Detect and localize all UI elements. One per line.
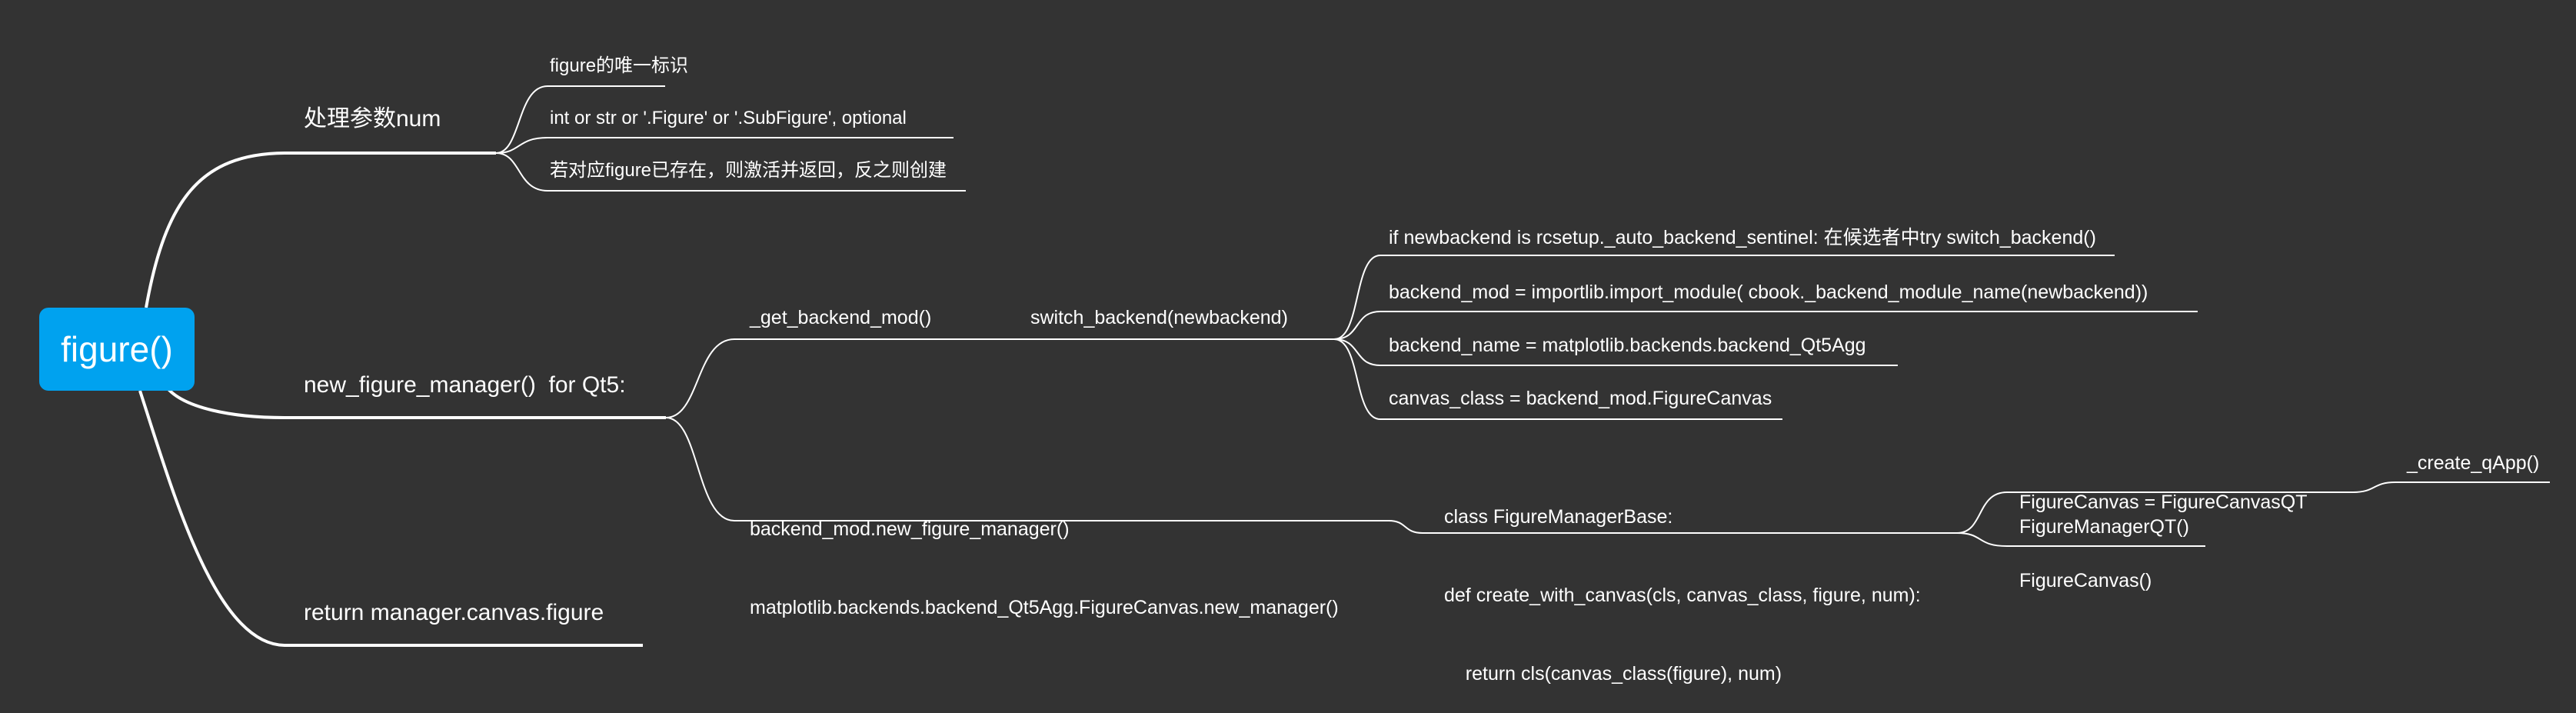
manager-base-line-3: return cls(canvas_class(figure), num) — [1444, 663, 1782, 685]
backend-new-manager-line-2: matplotlib.backends.backend_Qt5Agg.Figur… — [750, 597, 1339, 618]
process-num-child-unique-id[interactable]: figure的唯一标识 — [550, 55, 689, 76]
node-switch-backend[interactable]: switch_backend(newbackend) — [1030, 307, 1288, 328]
node-get-backend-mod[interactable]: _get_backend_mod() — [750, 307, 932, 328]
edge-switch-backend-to-child-1 — [1333, 255, 2115, 340]
branch-process-num[interactable]: 处理参数num — [304, 106, 441, 132]
backend-new-manager-line-1: backend_mod.new_figure_manager() — [750, 518, 1070, 540]
switch-backend-child-import-module[interactable]: backend_mod = importlib.import_module( c… — [1389, 282, 2148, 303]
edge-process-num-to-child-2 — [495, 137, 954, 154]
node-backend-new-manager[interactable]: backend_mod.new_figure_manager() matplot… — [750, 464, 1339, 647]
edge-switch-backend-to-child-4 — [1333, 338, 1782, 420]
edge-process-num-to-child-1 — [495, 85, 665, 154]
edge-new-figure-manager-to-backend-new-manager — [665, 417, 1389, 521]
process-num-child-behavior[interactable]: 若对应figure已存在，则激活并返回，反之则创建 — [550, 160, 947, 181]
process-num-child-type[interactable]: int or str or '.Figure' or '.SubFigure',… — [550, 108, 907, 128]
edge-new-figure-manager-to-get-backend-mod — [665, 338, 1334, 418]
switch-backend-child-backend-name[interactable]: backend_name = matplotlib.backends.backe… — [1389, 335, 1866, 356]
edge-manager-base-to-figure-canvas — [1956, 491, 2353, 534]
manager-base-line-2: def create_with_canvas(cls, canvas_class… — [1444, 585, 1921, 606]
node-figure-manager-base[interactable]: class FigureManagerBase: def create_with… — [1444, 451, 1921, 713]
manager-base-line-1: class FigureManagerBase: — [1444, 506, 1673, 528]
edge-backend-new-manager-to-manager-base — [1388, 520, 1957, 534]
edge-switch-backend-to-child-3 — [1333, 338, 1898, 366]
edge-manager-base-to-figure-manager-qt — [1956, 532, 2205, 547]
figure-canvas-line-2: FigureCanvas() — [2019, 570, 2152, 591]
edge-process-num-to-child-3 — [495, 152, 966, 192]
node-figure-canvas[interactable]: FigureCanvas = FigureCanvasQT FigureCanv… — [2019, 437, 2307, 620]
branch-new-figure-manager[interactable]: new_figure_manager() for Qt5: — [304, 372, 626, 398]
edge-figure-canvas-to-create-qapp — [2352, 481, 2550, 493]
edge-root-to-process-num — [145, 152, 496, 308]
branch-return-figure[interactable]: return manager.canvas.figure — [304, 600, 604, 625]
figure-canvas-line-1: FigureCanvas = FigureCanvasQT — [2019, 491, 2308, 513]
connector-lines — [138, 85, 2550, 647]
switch-backend-child-canvas-class[interactable]: canvas_class = backend_mod.FigureCanvas — [1389, 388, 1772, 409]
node-create-qapp[interactable]: _create_qApp() — [2407, 452, 2540, 474]
edge-root-to-new-figure-manager — [166, 387, 666, 419]
edge-switch-backend-to-child-2 — [1333, 311, 2198, 340]
root-node-figure[interactable]: figure() — [39, 308, 195, 391]
node-figure-manager-qt[interactable]: FigureManagerQT() — [2019, 516, 2189, 538]
edge-root-to-return-figure — [138, 390, 643, 647]
switch-backend-child-auto-sentinel[interactable]: if newbackend is rcsetup._auto_backend_s… — [1389, 227, 2096, 248]
